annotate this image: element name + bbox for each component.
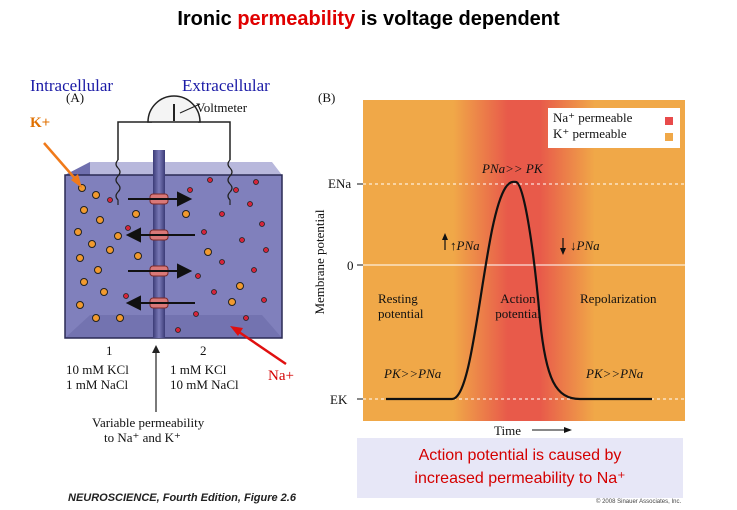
na-pointer-arrow (235, 328, 287, 366)
membrane-caption-line-2: to Na⁺ and K⁺ (104, 430, 181, 445)
solution-2-line-1: 1 mM KCl (170, 362, 227, 377)
voltmeter-pointer-line (179, 103, 201, 114)
title-highlight: permeability (237, 8, 356, 30)
k-plus-label: K+ (30, 115, 51, 131)
caption-line-2: increased permeability to Na⁺ (414, 470, 626, 487)
slide-title: Ironic permeability is voltage dependent (0, 8, 737, 31)
legend-k-swatch (665, 133, 673, 141)
solution-1-line-2: 1 mM NaCl (66, 377, 129, 392)
beaker-front (65, 175, 282, 338)
voltmeter-label: Voltmeter (196, 100, 248, 115)
intracellular-label: Intracellular (30, 76, 114, 95)
membrane-caption-line-1: Variable permeability (92, 415, 205, 430)
figure-source: NEUROSCIENCE, Fourth Edition, Figure 2.6 (68, 492, 296, 504)
copyright-notice: © 2008 Sinauer Associates, Inc. (596, 499, 682, 505)
membrane-arrow-head (152, 345, 160, 353)
solution-1-line-1: 10 mM KCl (66, 362, 129, 377)
caption-box (357, 438, 683, 498)
title-part-1: Ironic (177, 8, 238, 30)
fall-arrow-head (560, 248, 566, 255)
k-pointer-arrow (43, 142, 79, 183)
rise-permeability-label: ↑PNa (450, 238, 480, 253)
compartment-1-label: 1 (106, 343, 113, 358)
legend-k-label: K⁺ permeable (553, 126, 627, 141)
x-axis-label: Time (494, 423, 521, 438)
wire-right (198, 121, 231, 160)
wire-left (117, 121, 152, 160)
repolarization-label: Repolarization (580, 291, 657, 306)
y-axis-label: Membrane potential (312, 209, 327, 314)
legend-na-swatch (665, 117, 673, 125)
electrode-left (115, 159, 121, 205)
permeability-background (363, 100, 685, 421)
electrode-right (227, 159, 233, 205)
pk-dominant-left-label: PK>>PNa (384, 366, 442, 381)
legend-na-label: Na⁺ permeable (553, 110, 633, 125)
k-pointer-head (71, 174, 82, 188)
pk-dominant-right-label: PK>>PNa (586, 366, 644, 381)
tick-zero-label: 0 (347, 258, 354, 273)
caption-text: Action potential is caused by increased … (357, 444, 683, 490)
sodium-ions (107, 177, 269, 333)
time-arrow-head (564, 427, 572, 433)
compartment-2-label: 2 (200, 343, 207, 358)
na-pointer-head (230, 326, 243, 336)
beaker-outline (64, 174, 283, 339)
rise-arrow-head (442, 233, 448, 240)
resting-potential-label: Resting potential (378, 291, 424, 321)
ion-flux-arrows (125, 191, 195, 311)
action-potential-label: Action potential (495, 291, 541, 321)
na-plus-label: Na+ (268, 368, 294, 384)
caption-line-1: Action potential is caused by (418, 447, 622, 464)
panel-b-tag: (B) (318, 90, 336, 105)
tick-ek-label: EK (330, 392, 348, 407)
legend-box (548, 108, 680, 148)
fall-permeability-label: ↓PNa (570, 238, 600, 253)
tick-ena-label: ENa (328, 176, 352, 191)
title-part-2: is voltage dependent (355, 8, 560, 30)
action-potential-trace (386, 180, 652, 401)
extracellular-label: Extracellular (182, 76, 270, 95)
peak-permeability-label: PNa>> PK (482, 161, 543, 176)
solution-2-line-2: 10 mM NaCl (170, 377, 239, 392)
panel-a-tag: (A) (66, 90, 85, 105)
